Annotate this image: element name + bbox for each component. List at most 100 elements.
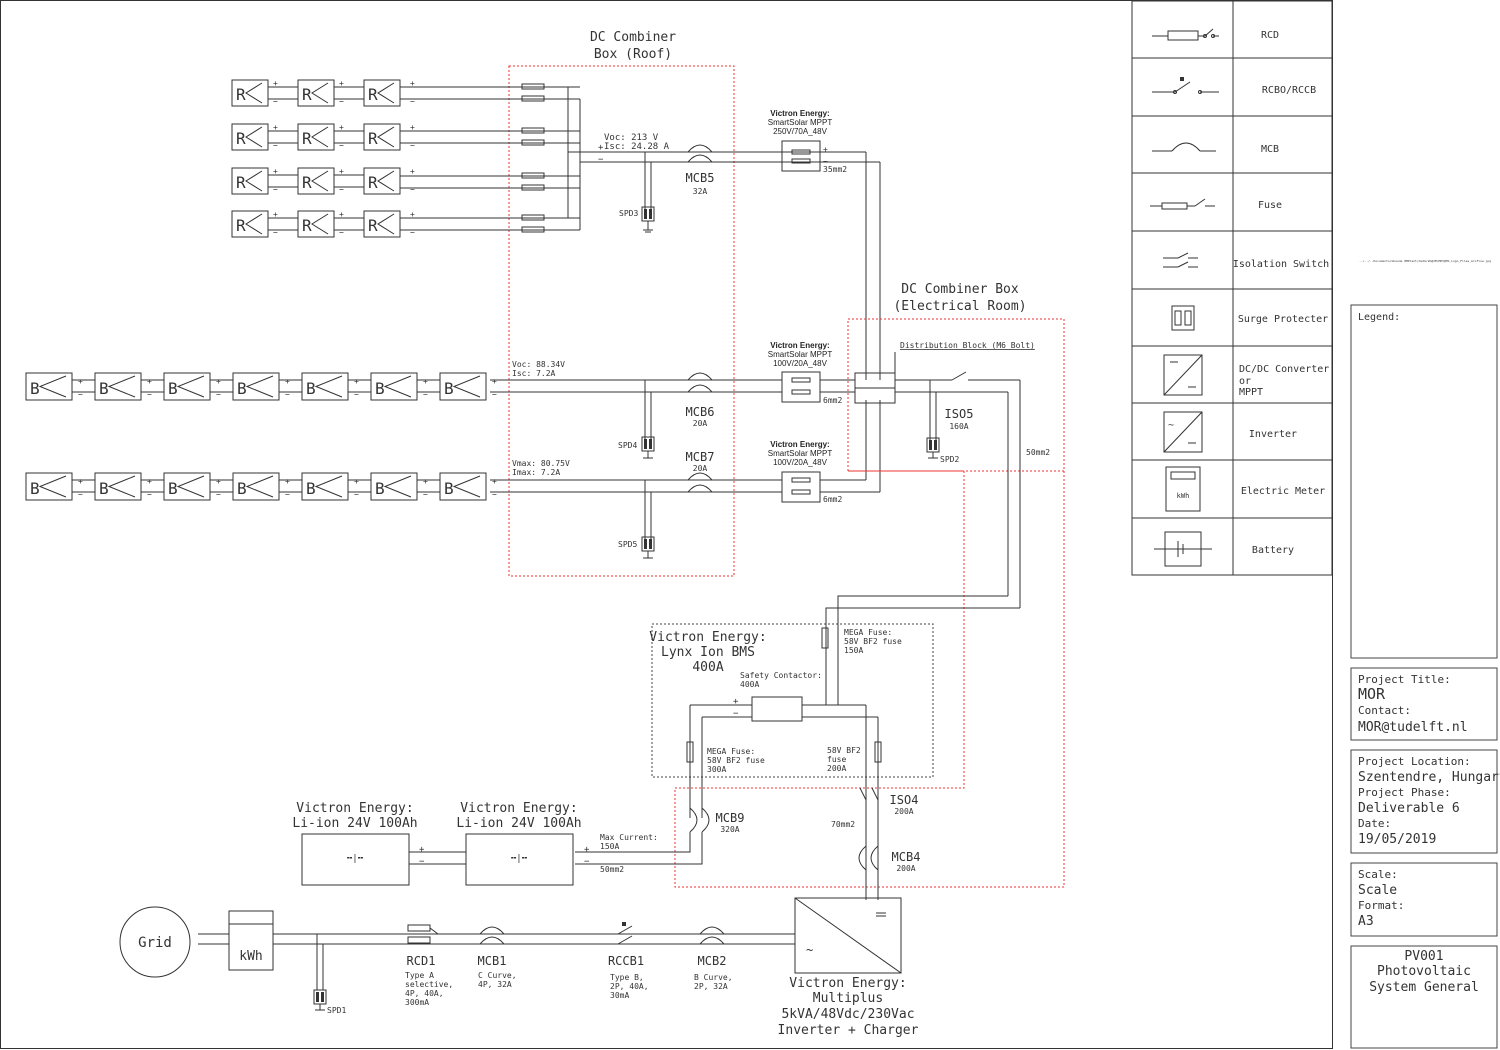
b1-voc: Voc: 88.34V (512, 360, 565, 369)
panel-plus: + (339, 123, 344, 132)
panel-plus: + (492, 477, 497, 486)
panel-plus: + (339, 167, 344, 176)
panel-plus: + (492, 377, 497, 386)
panel-minus: − (339, 141, 344, 150)
bms-mega-left-1: MEGA Fuse: (707, 747, 755, 756)
multiplus-l3: 5kVA/48Vdc/230Vac (781, 1007, 914, 1022)
bms-l2: Lynx Ion BMS (661, 645, 755, 660)
symbol-table (1131, 0, 1333, 576)
contact-label: Contact: (1358, 704, 1411, 717)
logo-file-path: ../../..Documents/Unaude 8MPlant/de2m/2m… (1359, 259, 1491, 263)
max-current-2: 150A (600, 842, 619, 851)
panel-letter: B (30, 379, 40, 398)
mcb1-name: MCB1 (478, 954, 507, 968)
panel-letter: R (302, 173, 312, 192)
drawing-number: PV001 (1404, 949, 1443, 964)
symbol-label-surge: Surge Protecter (1238, 314, 1328, 325)
r-panel: R (363, 167, 401, 195)
panel-letter: R (236, 173, 246, 192)
project-title-label: Project Title: (1358, 673, 1451, 686)
room-box-title-2: (Electrical Room) (893, 299, 1026, 314)
panel-plus: + (354, 477, 359, 486)
multiplus-inverter (794, 897, 902, 974)
panel-letter: B (99, 379, 109, 398)
mppt2-l3: 100V/20A_48V (773, 359, 827, 368)
battery-minus: − (584, 857, 590, 867)
string-minus: − (410, 185, 415, 194)
panel-minus: − (354, 390, 359, 399)
mppt1-plus: + (823, 145, 828, 154)
drawing-frame (0, 0, 1333, 1049)
bms-fuse-right-1: 58V BF2 (827, 746, 861, 755)
panel-letter: B (237, 479, 247, 498)
cable-70-label: 70mm2 (831, 820, 855, 829)
rccb1-d1: Type B, (610, 973, 644, 982)
r-panel: R (231, 167, 269, 195)
r-panel: R (231, 210, 269, 238)
panel-letter: B (375, 379, 385, 398)
panel-letter: R (302, 129, 312, 148)
mcb-icon (1152, 142, 1216, 152)
string-minus: − (410, 141, 415, 150)
battery1-plus: + (419, 845, 425, 855)
mcb2-name: MCB2 (698, 954, 727, 968)
b-panel: B (301, 472, 349, 501)
scale-label: Scale: (1358, 868, 1398, 881)
panel-plus: + (285, 477, 290, 486)
battery-2-icon: ╍|╍ (511, 854, 527, 864)
r-panel: R (297, 167, 335, 195)
mppt2-cable: 6mm2 (823, 396, 842, 405)
max-current-cable: 50mm2 (600, 865, 624, 874)
panel-letter: R (236, 85, 246, 104)
panel-minus: − (78, 490, 83, 499)
panel-plus: + (78, 477, 83, 486)
iso5-name: ISO5 (945, 407, 974, 421)
panel-minus: − (147, 390, 152, 399)
battery2-l2: Li-ion 24V 100Ah (456, 816, 581, 831)
mcb1-symbol (479, 926, 505, 945)
r-panel: R (363, 210, 401, 238)
symbol-label-battery: Battery (1252, 545, 1294, 556)
bms-fuse-right-3: 200A (827, 764, 846, 773)
symbol-labels: RCD RCBO/RCCB MCB Fuse Isolation Switch … (1233, 30, 1329, 556)
panel-minus: − (492, 390, 497, 399)
panel-letter: B (375, 479, 385, 498)
format-label: Format: (1358, 899, 1404, 912)
mppt3-cable: 6mm2 (823, 495, 842, 504)
rcbo-icon (1152, 77, 1219, 94)
b-panel: B (25, 472, 73, 501)
mcb1-d2: 4P, 32A (478, 980, 512, 989)
drawing-title-1: Photovoltaic (1377, 964, 1471, 979)
iso4-name: ISO4 (890, 793, 919, 807)
panel-plus: + (147, 477, 152, 486)
battery1-l2: Li-ion 24V 100Ah (292, 816, 417, 831)
mcb5-symbol (687, 144, 713, 163)
symbol-label-mppt: MPPT (1239, 387, 1263, 398)
b-panel: B (301, 372, 349, 401)
roof-bus-plus: + (598, 143, 604, 153)
r-panel: R (231, 79, 269, 107)
battery-icon (1154, 531, 1212, 567)
bms-mega-top-1: MEGA Fuse: (844, 628, 892, 637)
b2-imax: Imax: 7.2A (512, 468, 560, 477)
contact: MOR@tudelft.nl (1358, 720, 1468, 735)
mppt1-l1: Victron Energy: (770, 109, 829, 118)
panel-minus: − (273, 141, 278, 150)
legend-label: Legend: (1358, 312, 1400, 323)
bms-mega-top-2: 58V BF2 fuse (844, 637, 902, 646)
panel-letter: B (306, 479, 316, 498)
panel-plus: + (273, 79, 278, 88)
panel-letter: R (302, 216, 312, 235)
mppt2-l1: Victron Energy: (770, 341, 829, 350)
mppt2-l2: SmartSolar MPPT (768, 350, 833, 359)
mppt2-box (781, 371, 821, 403)
panel-minus: − (492, 490, 497, 499)
panel-letter: B (99, 479, 109, 498)
mcb2-d1: B Curve, (694, 973, 733, 982)
date-label: Date: (1358, 817, 1391, 830)
mcb1-d1: C Curve, (478, 971, 517, 980)
roof-strings-wiring (400, 86, 820, 231)
mcb7-symbol (687, 472, 713, 493)
mcb9-rating: 320A (720, 825, 739, 834)
rcd1-d1: Type A (405, 971, 434, 980)
